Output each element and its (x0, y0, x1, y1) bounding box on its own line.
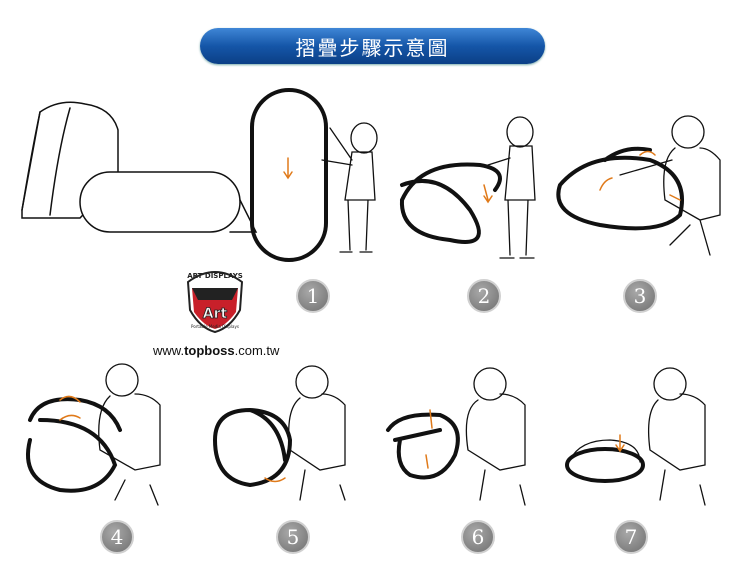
step-6-illustration (386, 367, 526, 506)
svg-text:Portable Media Displays: Portable Media Displays (191, 324, 239, 329)
step-3-illustration (556, 115, 721, 256)
step-number-2: 2 (467, 279, 501, 313)
step-7-illustration (565, 367, 706, 506)
step-number-5: 5 (276, 520, 310, 554)
step-number-6: 6 (461, 520, 495, 554)
svg-text:ART DISPLAYS: ART DISPLAYS (187, 272, 243, 280)
step-4-illustration (26, 363, 161, 506)
url-brand: topboss (184, 343, 235, 358)
step-number-7: 7 (614, 520, 648, 554)
page-title: 摺疊步驟示意圖 (200, 28, 545, 64)
step-2-illustration (399, 116, 536, 259)
step-5-illustration (212, 365, 346, 501)
url-prefix: www. (153, 343, 185, 358)
popup-display-illustration (21, 101, 258, 233)
step-number-1: 1 (296, 279, 330, 313)
step-1-illustration (250, 88, 378, 262)
svg-text:Art: Art (203, 306, 228, 322)
url-suffix: .com.tw (234, 343, 280, 358)
step-number-3: 3 (623, 279, 657, 313)
website-url[interactable]: www.topboss.com.tw (153, 343, 279, 358)
step-number-4: 4 (100, 520, 134, 554)
art-displays-logo: ART DISPLAYS Art Portable Media Displays (186, 271, 244, 334)
